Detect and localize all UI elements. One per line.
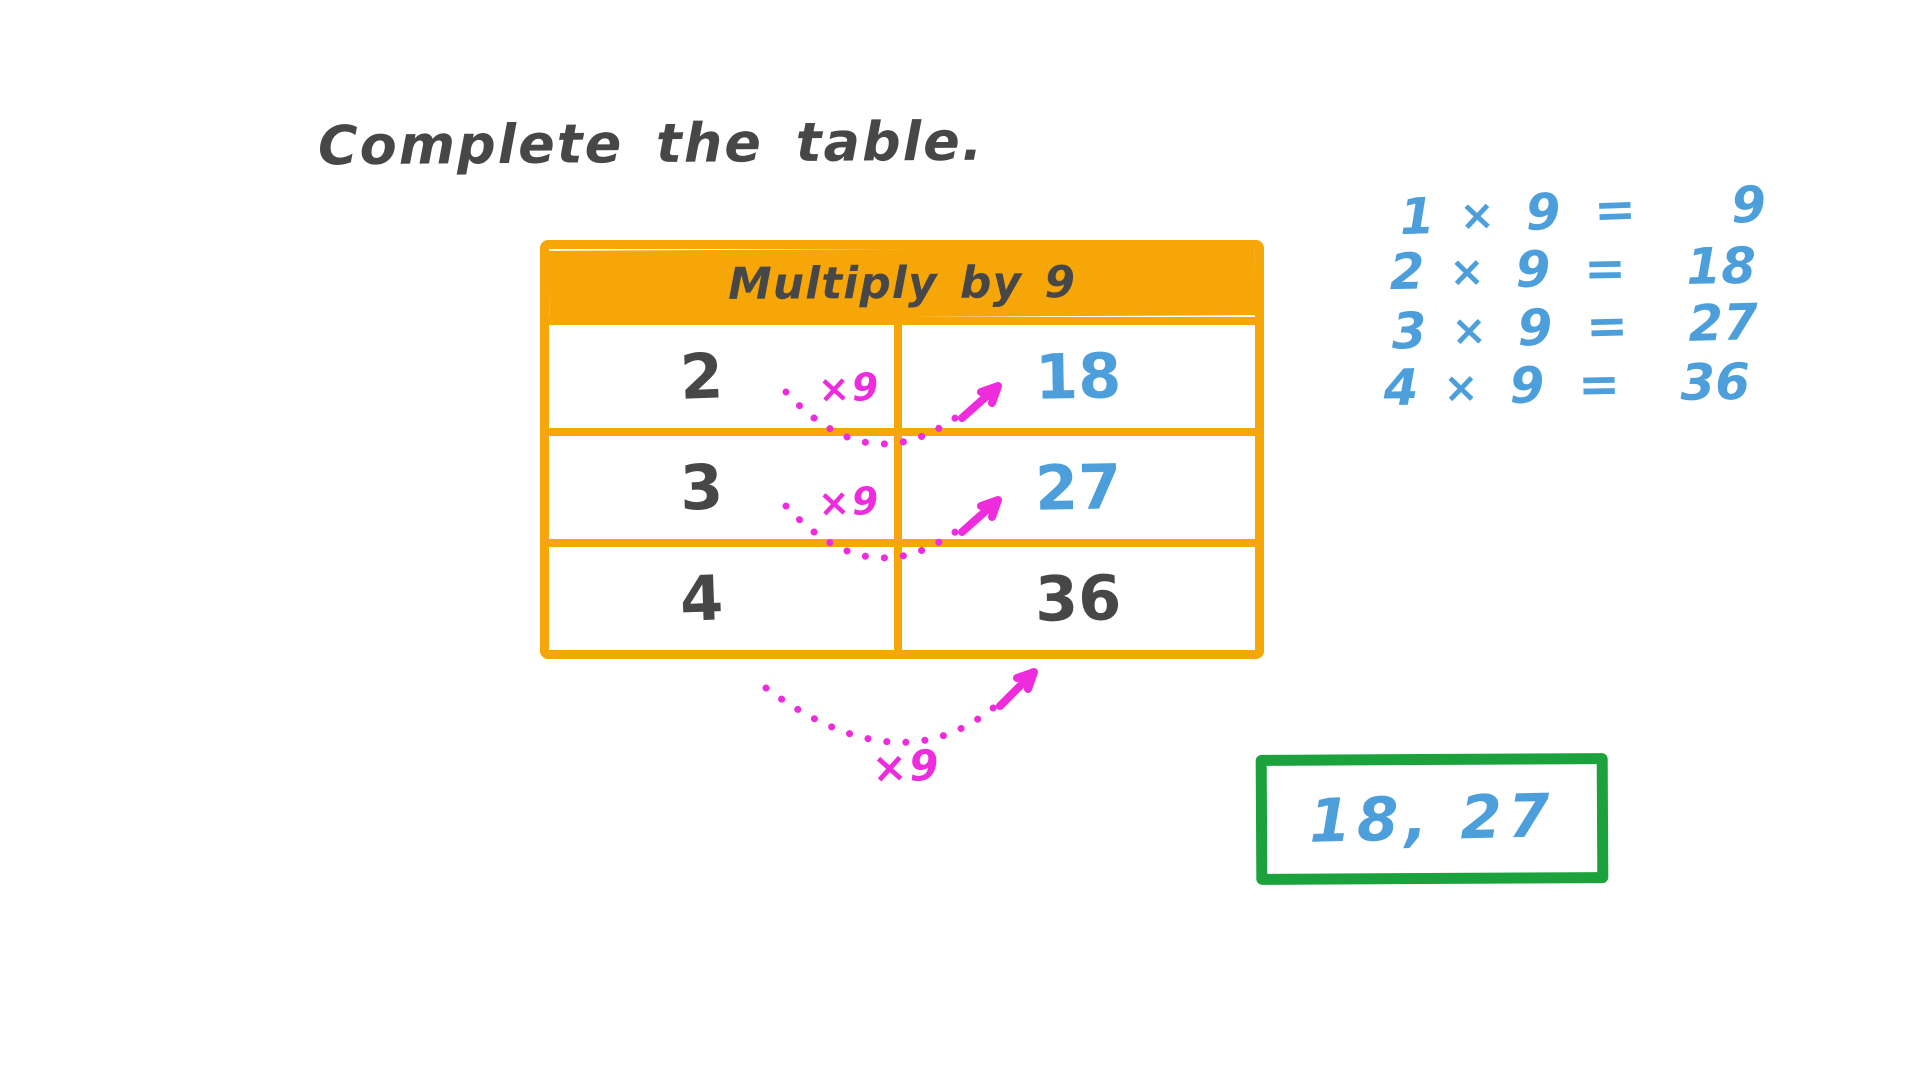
answer-box: 18, 27 [1255,753,1609,885]
equation-line: 4 × 9 = 36 [1374,352,1751,418]
input-value: 2 [678,339,725,414]
question-title: Complete the table. [317,109,985,178]
table-cell-input: 2 [549,325,902,428]
arrowhead-icon [996,668,1038,710]
table-row: 2 18 [549,317,1255,428]
equation-rhs: 9 [1524,182,1562,242]
answer-value: 18, 27 [1307,781,1557,857]
input-value: 4 [678,561,725,636]
multiply-sign: × [1448,245,1486,296]
dotted-arc [762,684,1002,746]
equation-rhs: 9 [1515,240,1551,299]
input-value: 3 [678,450,725,525]
multiply-sign: × [1458,189,1496,240]
equation-result: 36 [1679,352,1751,412]
equals-sign: = [1593,179,1637,240]
table-row: 4 36 [549,539,1255,650]
equation-lhs: 3 [1390,301,1428,361]
equation-lhs: 2 [1389,242,1425,302]
equations-list: 1 × 9 = 9 2 × 9 = 18 3 × 9 = 27 4 × 9 = … [1378,175,1767,417]
equals-sign: = [1577,354,1621,414]
equation-result: 9 [1730,175,1767,235]
table-cell-output: 18 [902,325,1255,428]
equation-result: 18 [1685,236,1757,296]
equation-lhs: 4 [1383,358,1419,418]
multiply-arrow-bottom [762,668,1038,746]
multiplier-label-row2: ×9 [816,478,882,526]
equals-sign: = [1585,296,1629,356]
table-row: 3 27 [549,428,1255,539]
table-cell-output: 27 [902,436,1255,539]
multiplier-label-row1: ×9 [816,364,882,412]
output-value: 18 [1034,339,1123,414]
equation-line: 1 × 9 = 9 [1389,175,1767,246]
equation-rhs: 9 [1509,356,1545,415]
equation-lhs: 1 [1398,187,1436,247]
table-header: Multiply by 9 [548,247,1256,319]
equation-line: 2 × 9 = 18 [1380,236,1757,302]
equals-sign: = [1583,238,1627,298]
multiplier-label-bottom: ×9 [870,740,942,793]
multiply-sign: × [1442,361,1480,412]
table-cell-input: 3 [549,436,902,539]
table-cell-input: 4 [549,547,902,650]
equation-rhs: 9 [1516,298,1554,358]
equation-result: 27 [1687,293,1759,353]
multiply-sign: × [1450,304,1488,355]
equation-line: 3 × 9 = 27 [1381,293,1759,361]
output-value: 36 [1034,561,1123,636]
multiplication-table: Multiply by 9 2 18 3 27 4 36 [540,240,1264,659]
table-cell-output: 36 [902,547,1255,650]
output-value: 27 [1034,450,1123,525]
